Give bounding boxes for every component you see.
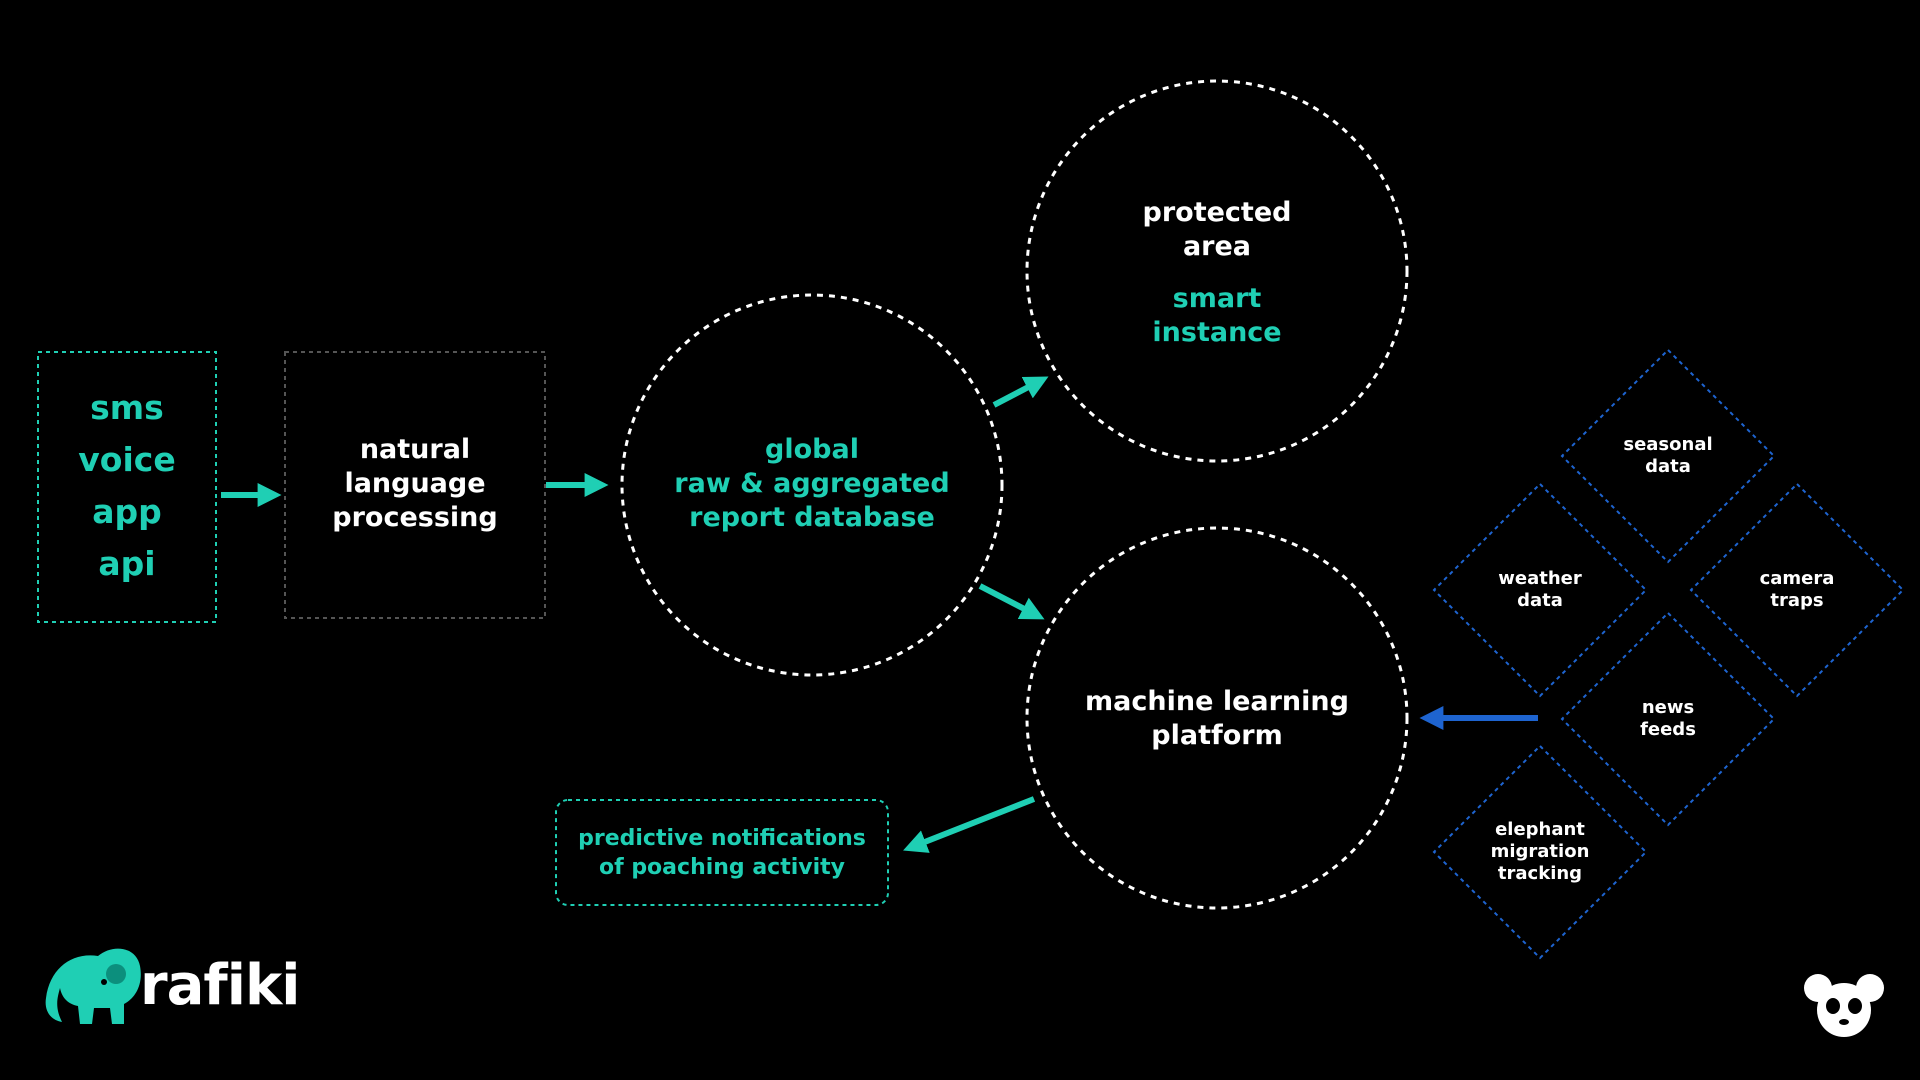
database-label: global raw & aggregated report database bbox=[674, 434, 950, 533]
diamond-seasonal-data bbox=[1560, 348, 1776, 564]
input-channels-box bbox=[37, 351, 217, 623]
arrow-database-to-ml-platform bbox=[978, 583, 1045, 620]
input-channels-list: sms voice app api bbox=[38, 382, 216, 590]
diamond-camera-traps bbox=[1689, 482, 1905, 698]
diamond-news-feeds bbox=[1560, 611, 1776, 827]
database-circle bbox=[620, 293, 1004, 677]
notifications-label: predictive notifications of poaching act… bbox=[578, 826, 866, 880]
notifications-box bbox=[555, 799, 889, 906]
ml-platform-circle bbox=[1025, 526, 1409, 910]
protected-area-circle bbox=[1025, 79, 1409, 463]
input-channel-app: app bbox=[92, 492, 162, 531]
ml-platform-label: machine learning platform bbox=[1085, 686, 1349, 751]
brand-wordmark: rafiki bbox=[140, 953, 300, 1018]
elephant-icon bbox=[45, 948, 141, 1024]
nlp-box bbox=[284, 351, 546, 619]
input-channel-api: api bbox=[98, 544, 156, 583]
label-camera-traps: camera traps bbox=[1759, 568, 1835, 611]
protected-area-subtitle: smart instance bbox=[1152, 283, 1282, 348]
arrow-ml-to-notifications bbox=[903, 796, 1036, 853]
label-news-feeds: news feeds bbox=[1640, 697, 1696, 740]
label-weather-data: weather data bbox=[1498, 568, 1582, 611]
label-elephant-migration: elephant migration tracking bbox=[1490, 819, 1590, 884]
input-channel-sms: sms bbox=[90, 388, 164, 427]
panda-icon bbox=[1804, 974, 1884, 1037]
diamond-weather-data bbox=[1432, 482, 1648, 698]
arrow-database-to-protected-area bbox=[992, 376, 1049, 408]
diamond-elephant-migration bbox=[1432, 744, 1648, 960]
label-seasonal-data: seasonal data bbox=[1623, 434, 1713, 477]
input-channel-voice: voice bbox=[78, 440, 176, 479]
protected-area-title: protected area bbox=[1142, 197, 1292, 262]
nlp-label: natural language processing bbox=[332, 434, 498, 533]
